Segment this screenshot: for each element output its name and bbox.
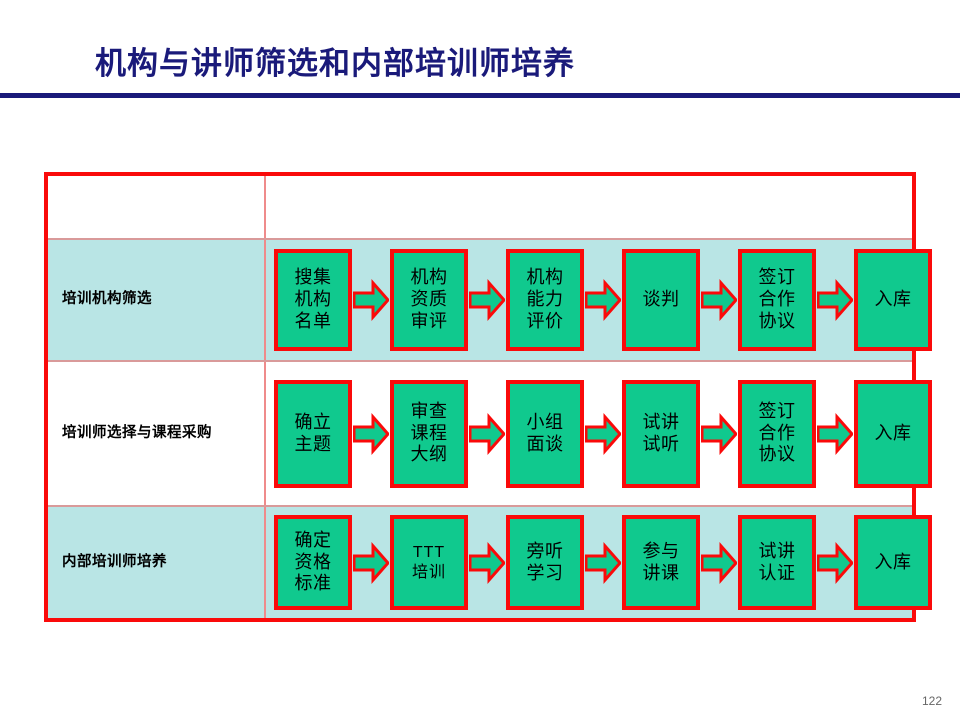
row-label: 培训机构筛选	[62, 291, 152, 308]
process-step-box: 机构资质审评	[390, 249, 468, 351]
flow-arrow-icon	[700, 540, 738, 586]
process-step-label: 确定资格标准	[294, 529, 332, 594]
process-step-box: 机构能力评价	[506, 249, 584, 351]
flow-arrow-icon	[700, 277, 738, 323]
process-matrix: 培训机构筛选 搜集机构名单机构资质审评机构能力评价谈判签订合作协议入库 培训师选…	[44, 172, 932, 622]
process-step-label: 入库	[874, 289, 912, 310]
process-step-box: 搜集机构名单	[274, 249, 352, 351]
process-step-box: 试讲认证	[738, 515, 816, 610]
flow-arrow-icon	[468, 411, 506, 457]
row-label-cell: 培训机构筛选	[48, 240, 266, 360]
flow-arrow-icon	[584, 277, 622, 323]
process-step-box: 参与讲课	[622, 515, 700, 610]
flow-arrow-icon	[352, 540, 390, 586]
process-step-label: 小组面谈	[526, 411, 564, 454]
flow-arrow-icon	[584, 540, 622, 586]
process-step-box: 谈判	[622, 249, 700, 351]
process-step-label: 搜集机构名单	[294, 267, 332, 331]
flow-arrow-icon	[352, 411, 390, 457]
process-step-label: 谈判	[642, 289, 680, 310]
flow-arrow-icon	[584, 411, 622, 457]
flow-arrow-icon	[468, 540, 506, 586]
process-step-label: 试讲认证	[758, 540, 796, 583]
matrix-header-label-cell	[48, 176, 266, 238]
row-label: 培训师选择与课程采购	[62, 424, 212, 441]
page-title: 机构与讲师筛选和内部培训师培养	[95, 46, 575, 81]
title-divider	[0, 93, 960, 98]
flow-arrow-icon	[700, 411, 738, 457]
flow-arrow-icon	[816, 411, 854, 457]
process-step-label: 审查课程大纲	[410, 400, 448, 465]
process-step-box: 小组面谈	[506, 379, 584, 488]
row-label: 内部培训师培养	[62, 553, 167, 570]
process-step-box: 试讲试听	[622, 379, 700, 488]
process-step-box: 入库	[854, 379, 932, 488]
row-flow-cell: 确立主题 审查课程大纲 小组面谈 试讲试听 签订合作协议 入库	[266, 362, 932, 505]
row-flow-cell: 搜集机构名单 机构资质审评 机构能力评价 谈判 签订合作协议 入库	[266, 240, 932, 360]
process-step-label: 旁听学习	[526, 540, 564, 583]
process-step-box: 旁听学习	[506, 515, 584, 610]
row-label-cell: 内部培训师培养	[48, 507, 266, 618]
process-step-box: 入库	[854, 515, 932, 610]
process-step-label: 机构资质审评	[410, 267, 448, 331]
matrix-row: 培训师选择与课程采购 确立主题 审查课程大纲 小组面谈 试讲试听 签订合作协议 入库	[48, 360, 932, 505]
row-label-cell: 培训师选择与课程采购	[48, 362, 266, 505]
process-step-box: 入库	[854, 249, 932, 351]
process-step-box: 签订合作协议	[738, 379, 816, 488]
process-step-box: 确立主题	[274, 379, 352, 488]
flow-arrow-icon	[352, 277, 390, 323]
flow-arrow-icon	[816, 277, 854, 323]
process-step-label: 签订合作协议	[758, 400, 796, 465]
flow-arrow-icon	[816, 540, 854, 586]
process-step-label: 参与讲课	[642, 540, 680, 583]
matrix-header-flow-cell	[266, 176, 912, 238]
process-step-label: 签订合作协议	[758, 267, 796, 331]
page-number: 122	[921, 694, 942, 708]
process-step-label: 机构能力评价	[526, 267, 564, 331]
process-step-label: 试讲试听	[642, 411, 680, 454]
process-step-box: 签订合作协议	[738, 249, 816, 351]
process-step-box: 确定资格标准	[274, 515, 352, 610]
process-step-label: 确立主题	[294, 411, 332, 454]
flow-arrow-icon	[468, 277, 506, 323]
process-step-box: 审查课程大纲	[390, 379, 468, 488]
process-step-label: 入库	[874, 422, 912, 443]
matrix-row: 培训机构筛选 搜集机构名单 机构资质审评 机构能力评价 谈判 签订合作协议 入库	[48, 238, 932, 360]
process-step-label: 入库	[874, 551, 912, 572]
matrix-header-row	[48, 176, 912, 238]
